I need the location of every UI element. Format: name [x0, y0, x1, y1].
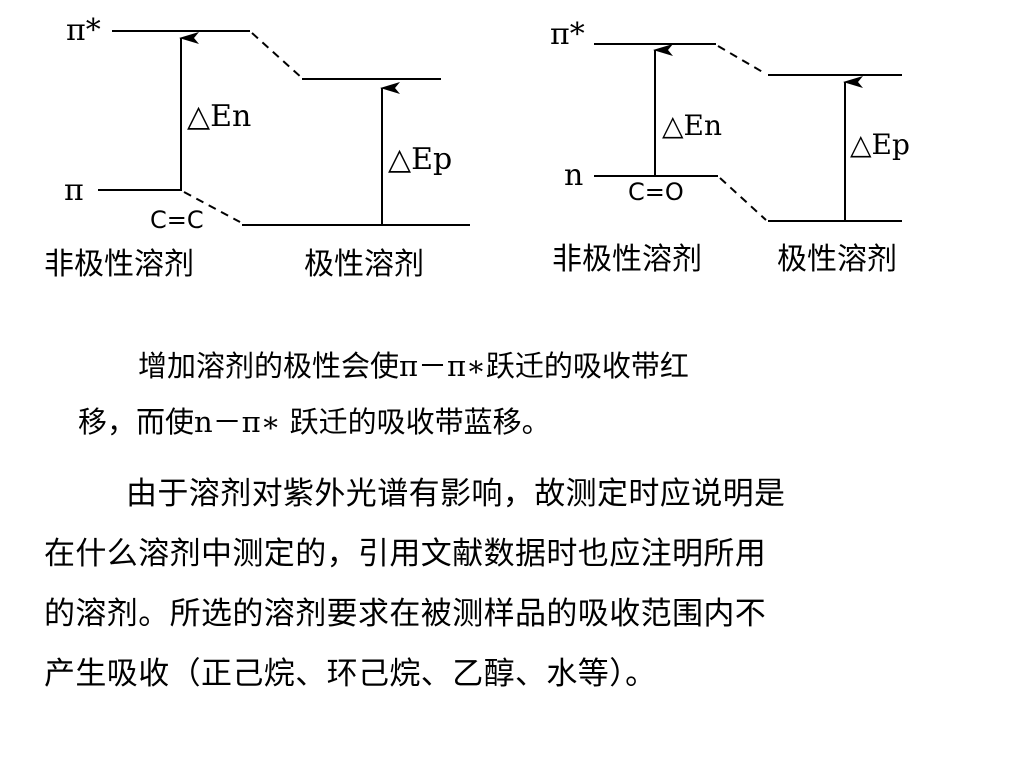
left-bond-label: C=C	[150, 206, 204, 234]
paragraph2-line4: 产生吸收（正己烷、环己烷、乙醇、水等）。	[44, 656, 657, 692]
left-pi-label: π	[64, 173, 84, 208]
left-pi-star-connector	[251, 32, 303, 79]
solvent-polarity-paragraph: 增加溶剂的极性会使π－π∗跃迁的吸收带红 移，而使n－π∗ 跃迁的吸收带蓝移。	[72, 338, 972, 450]
right-nonpolar-label: 非极性溶剂	[552, 242, 702, 277]
left-polar-label: 极性溶剂	[304, 247, 424, 282]
left-delta-ep-label: △Ep	[388, 142, 452, 177]
paragraph1-line2: 移，而使n－π∗ 跃迁的吸收带蓝移。	[78, 405, 551, 439]
paragraph2-line1: 由于溶剂对紫外光谱有影响，故测定时应说明是	[126, 476, 786, 512]
energy-level-diagrams: π* π △En △Ep C=C 非极性溶剂 极性溶剂 π* n △En △Ep…	[44, 13, 910, 282]
right-polar-label: 极性溶剂	[777, 242, 897, 277]
right-pi-star-label: π*	[550, 17, 585, 52]
right-bond-label: C=O	[628, 178, 684, 206]
left-pi-connector	[183, 191, 241, 223]
paragraph2-line2: 在什么溶剂中测定的，引用文献数据时也应注明所用	[44, 536, 767, 572]
left-pi-star-label: π*	[66, 13, 101, 48]
left-diagram: π* π △En △Ep C=C 非极性溶剂 极性溶剂	[44, 13, 470, 282]
left-nonpolar-label: 非极性溶剂	[44, 247, 194, 282]
right-n-connector	[719, 177, 767, 221]
right-delta-ep-label: △Ep	[850, 128, 910, 161]
right-diagram: π* n △En △Ep C=O 非极性溶剂 极性溶剂	[550, 17, 910, 277]
paragraph2-line3: 的溶剂。所选的溶剂要求在被测样品的吸收范围内不	[44, 596, 767, 632]
left-delta-en-label: △En	[187, 99, 251, 134]
right-delta-en-label: △En	[662, 109, 722, 142]
solvent-note-paragraph: 由于溶剂对紫外光谱有影响，故测定时应说明是 在什么溶剂中测定的，引用文献数据时也…	[44, 464, 994, 704]
right-pi-star-connector	[717, 45, 767, 75]
right-n-label: n	[564, 158, 583, 193]
paragraph1-line1: 增加溶剂的极性会使π－π∗跃迁的吸收带红	[138, 349, 689, 383]
